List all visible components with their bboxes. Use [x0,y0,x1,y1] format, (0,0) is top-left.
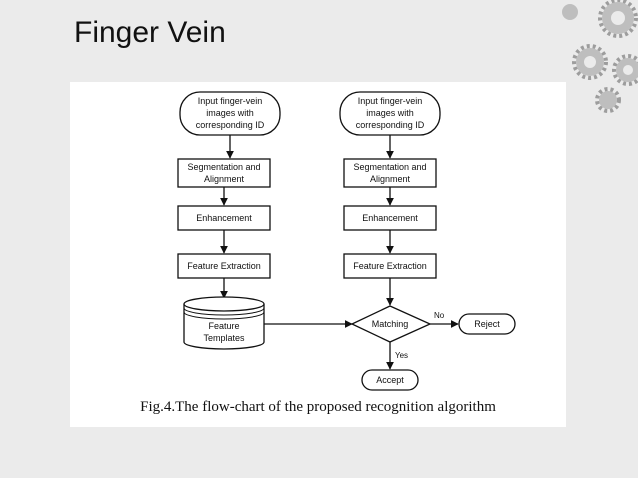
accept-node [361,369,419,391]
accept-label: Accept [376,375,404,385]
query-segmentation-line-2: Alignment [370,174,411,184]
enroll-enhancement-label: Enhancement [196,213,252,223]
feature-templates-line-2: Templates [203,333,245,343]
feature-templates-database [183,296,265,350]
edge-label-no: No [434,311,445,320]
enroll-feature-extraction-label: Feature Extraction [187,261,261,271]
query-feature-extraction-node [343,253,437,279]
query-segmentation-line-1: Segmentation and [353,162,426,172]
query-input-line-1: Input finger-vein [358,96,423,106]
flowchart: Input finger-vein images with correspond… [177,91,516,391]
slide-title: Finger Vein [74,16,226,49]
gears-decoration [562,0,638,113]
query-feature-extraction-label: Feature Extraction [353,261,427,271]
figure-caption: Fig.4.The flow-chart of the proposed rec… [140,399,496,415]
figure-panel: Input finger-vein images with correspond… [70,82,566,427]
matching-label: Matching [372,319,409,329]
enroll-input-line-3: corresponding ID [196,120,265,130]
edge-label-yes: Yes [395,351,408,360]
feature-templates-line-1: Feature [208,321,239,331]
query-input-line-2: images with [366,108,414,118]
query-segmentation-node [343,158,437,188]
query-input-line-3: corresponding ID [356,120,425,130]
reject-node [458,313,516,335]
enroll-segmentation-line-1: Segmentation and [187,162,260,172]
reject-label: Reject [474,319,500,329]
query-enhancement-label: Enhancement [362,213,418,223]
enroll-input-line-2: images with [206,108,254,118]
enroll-input-line-1: Input finger-vein [198,96,263,106]
enroll-segmentation-line-2: Alignment [204,174,245,184]
